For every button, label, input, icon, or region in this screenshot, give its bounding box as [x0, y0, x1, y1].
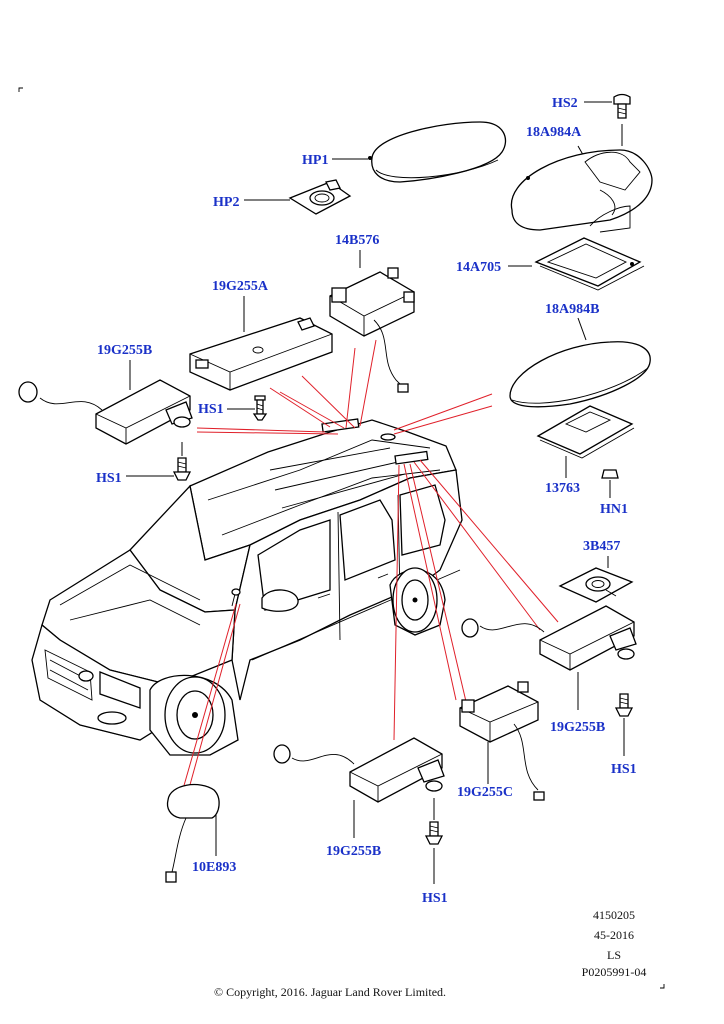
plate-3b457	[558, 556, 634, 603]
label-3b457: 3B457	[583, 539, 621, 554]
module-14b576	[329, 250, 415, 393]
hs2-screw	[584, 93, 631, 146]
label-19g255b-bottom: 19G255B	[326, 844, 382, 859]
clip-hp2	[244, 179, 352, 215]
label-14b576: 14B576	[335, 233, 380, 248]
label-14a705: 14A705	[456, 260, 502, 275]
module-19g255a	[189, 296, 333, 391]
roof-antenna-cover-18a984a	[510, 145, 653, 233]
crop-marks	[18, 87, 665, 989]
gasket-14a705	[508, 237, 645, 291]
illustration-code: 4150205	[593, 908, 635, 922]
hs1-screw-bottom	[424, 798, 444, 884]
label-hn1: HN1	[600, 502, 628, 517]
label-hs1-right: HS1	[611, 762, 637, 777]
label-19g255b-right: 19G255B	[550, 720, 606, 735]
hn1-nut	[601, 469, 619, 498]
model-code: LS	[606, 948, 621, 962]
pad-13763	[536, 405, 635, 478]
module-19g255c	[459, 681, 545, 801]
label-10e893: 10E893	[192, 860, 237, 875]
module-19g255b-right	[461, 605, 637, 710]
label-hs1-left: HS1	[96, 471, 122, 486]
label-19g255c: 19G255C	[457, 785, 513, 800]
vehicle-illustration	[31, 418, 463, 756]
reference-lines	[180, 339, 559, 797]
label-18a984a: 18A984A	[526, 125, 582, 140]
module-19g255b-left	[18, 360, 193, 445]
label-hs2: HS2	[552, 96, 578, 111]
hs1-screw-right	[614, 693, 634, 756]
trim-cover-hp1	[332, 121, 507, 183]
label-hp2: HP2	[213, 195, 240, 210]
label-hp1: HP1	[302, 153, 329, 168]
drawing-number: P0205991-04	[581, 965, 647, 979]
module-19g255b-bottom	[273, 737, 445, 838]
antenna-10e893	[165, 783, 220, 883]
label-19g255a: 19G255A	[212, 279, 268, 294]
roof-antenna-cover-18a984b	[509, 317, 651, 408]
label-18a984b: 18A984B	[545, 302, 600, 317]
label-13763: 13763	[545, 481, 580, 496]
label-hs1-top: HS1	[198, 402, 224, 417]
copyright-notice: © Copyright, 2016. Jaguar Land Rover Lim…	[213, 985, 447, 999]
label-19g255b-left: 19G255B	[97, 343, 153, 358]
hs1-screw-top	[227, 395, 268, 421]
model-year-code: 45-2016	[594, 928, 634, 942]
label-hs1-bottom: HS1	[422, 891, 448, 906]
hs1-screw-left	[126, 442, 192, 481]
